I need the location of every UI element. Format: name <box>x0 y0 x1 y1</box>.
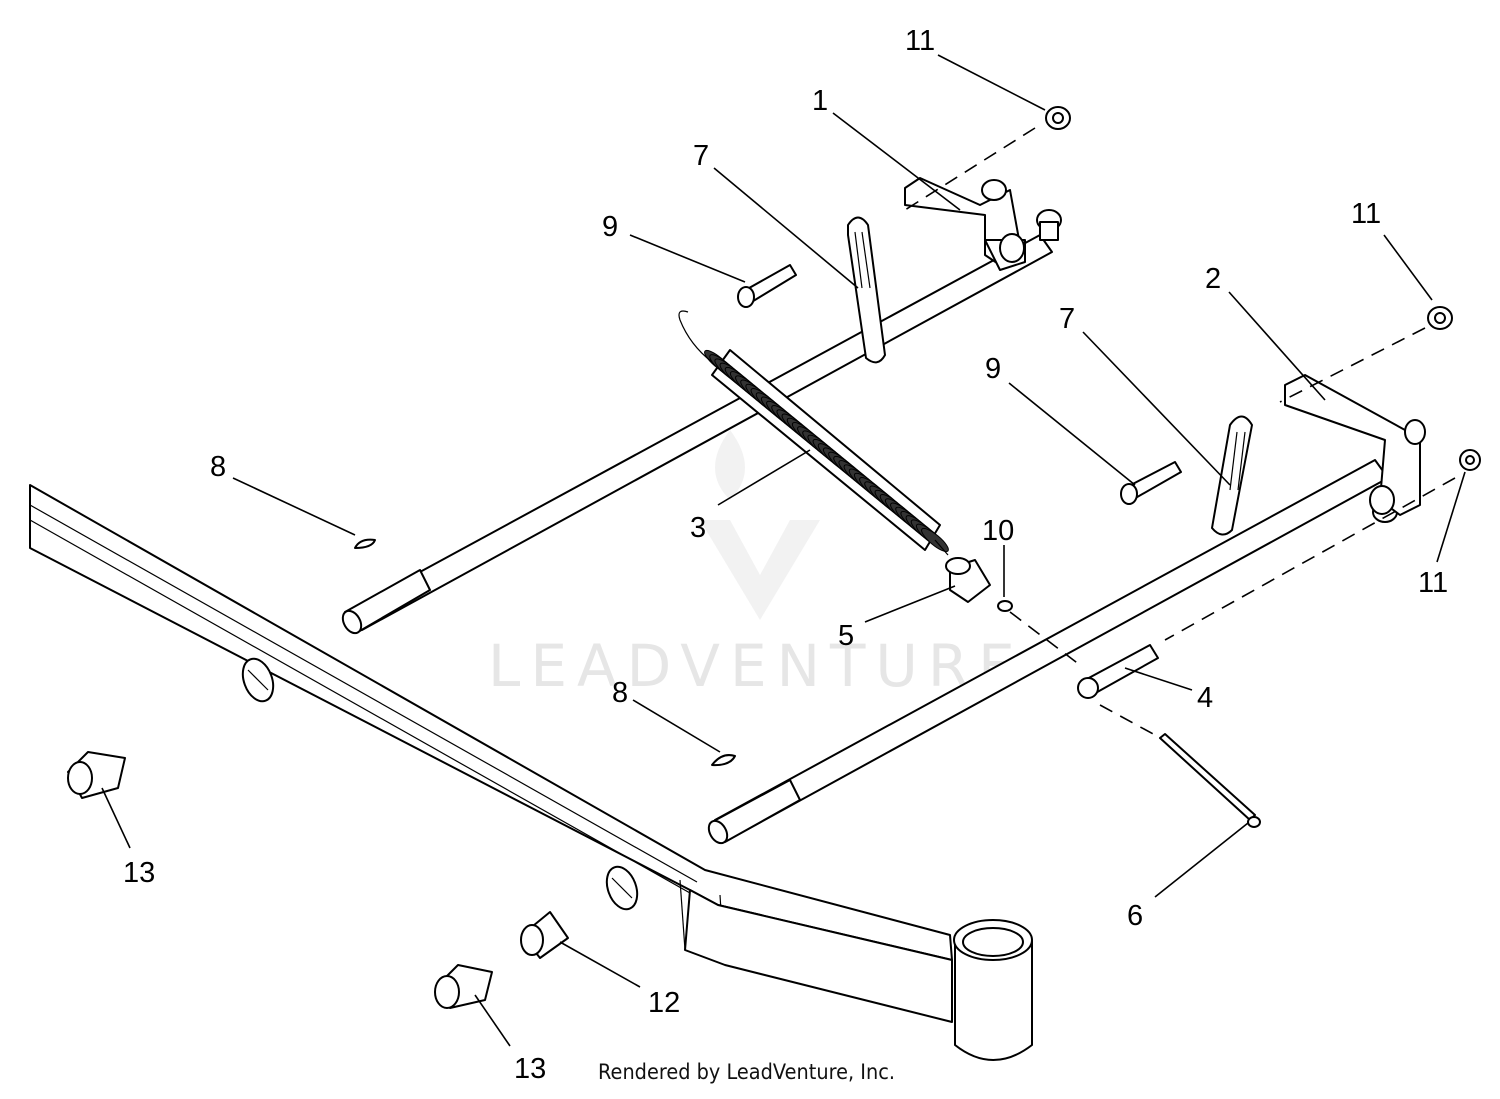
callout-9-upper: 9 <box>602 211 618 243</box>
callout-11-top: 11 <box>905 25 935 57</box>
clevis-pin-lower <box>1120 461 1182 505</box>
slotted-link-upper <box>847 216 886 364</box>
watermark: LEADVENTURE <box>488 430 1025 700</box>
shoulder-bolt <box>1077 644 1159 699</box>
callout-3: 3 <box>690 512 706 544</box>
callout-7-lower: 7 <box>1059 303 1075 335</box>
callout-2: 2 <box>1205 263 1221 295</box>
pivot-tube <box>953 919 1033 1061</box>
flange-nut-top <box>1045 106 1071 130</box>
callout-9-lower: 9 <box>985 353 1001 385</box>
flange-nut-right <box>1427 306 1453 330</box>
retaining-ring <box>997 600 1013 612</box>
watermark-text: LEADVENTURE <box>488 632 1025 700</box>
leader-lines <box>101 54 1466 1047</box>
flange-nut-lower <box>1459 449 1481 471</box>
callout-13-bottom: 13 <box>514 1053 546 1085</box>
callout-10: 10 <box>982 515 1014 547</box>
bushing-13-bottom <box>434 964 493 1009</box>
frame-bar <box>29 484 953 1023</box>
callout-11-lower: 11 <box>1418 567 1448 599</box>
bushing-12 <box>520 911 569 959</box>
slotted-link-lower <box>1211 415 1253 536</box>
spring-adjuster <box>945 557 991 603</box>
credit-line: Rendered by LeadVenture, Inc. <box>598 1060 895 1084</box>
callout-7-upper: 7 <box>693 140 709 172</box>
callout-11-right: 11 <box>1351 198 1381 230</box>
lever-bracket-1 <box>904 177 1026 271</box>
lever-bracket-2 <box>1284 374 1426 516</box>
watermark-logo <box>700 430 820 620</box>
tension-spring <box>678 310 949 556</box>
callout-5: 5 <box>838 620 854 652</box>
clevis-pin-upper <box>737 264 797 308</box>
bushing-13-left <box>67 751 126 799</box>
cotter-pin <box>1159 733 1261 828</box>
callout-4: 4 <box>1197 682 1213 714</box>
assembly-lines <box>904 127 1456 736</box>
callout-6: 6 <box>1127 900 1143 932</box>
hair-clip-lower <box>711 754 736 767</box>
callout-labels: 11 1 7 9 11 2 7 9 8 3 10 11 5 8 4 13 6 1… <box>123 25 1448 1085</box>
callout-8-upper: 8 <box>210 451 226 483</box>
callout-8-lower: 8 <box>612 677 628 709</box>
callout-1: 1 <box>812 85 828 117</box>
callout-13-left: 13 <box>123 857 155 889</box>
hair-clip-upper <box>354 538 376 549</box>
callout-12: 12 <box>648 987 680 1019</box>
